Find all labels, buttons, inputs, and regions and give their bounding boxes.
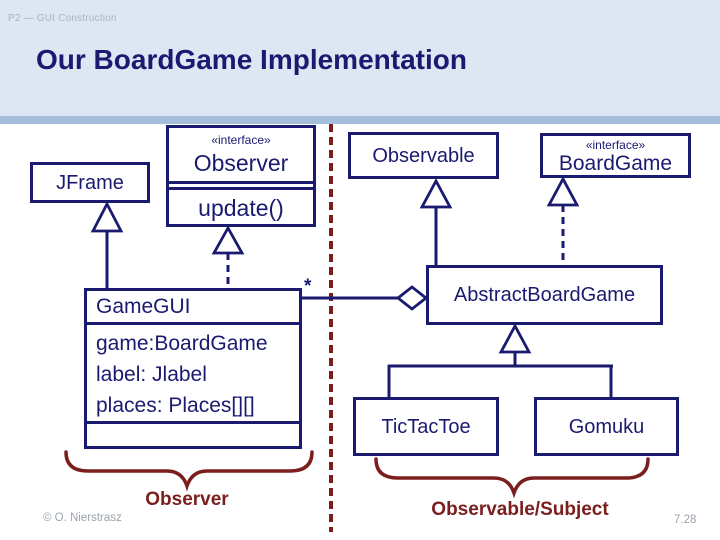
class-name: TicTacToe (381, 415, 471, 438)
empty-operations-compartment (87, 421, 299, 446)
attribute-label: game:BoardGame (96, 332, 268, 355)
empty-attributes-compartment (169, 181, 313, 190)
aggregation-multiplicity-label: * (304, 276, 312, 297)
observable-group-brace-icon (374, 457, 650, 499)
observable-group-label: Observable/Subject (431, 499, 609, 520)
stereotype-label: «interface» (585, 138, 646, 152)
page-title: Our BoardGame Implementation (36, 44, 467, 75)
abstractboardgame-inheritance-triangle-icon (498, 323, 532, 354)
operations-compartment: update() (169, 190, 313, 227)
attribute-label: label: Jlabel (96, 363, 207, 386)
class-name: Gomuku (568, 415, 645, 438)
class-box-tictactoe: TicTacToe (353, 397, 499, 456)
course-label: P2 — GUI Construction (8, 13, 117, 24)
boardgame-realization-triangle-icon (546, 176, 580, 207)
class-box-boardgame: «interface» BoardGame (540, 133, 691, 178)
class-box-gamegui: GameGUI game:BoardGame label: Jlabel pla… (84, 288, 302, 449)
aggregation-diamond-icon (395, 285, 429, 311)
class-name: BoardGame (558, 152, 673, 175)
class-box-gomuku: Gomuku (534, 397, 679, 456)
class-name: Observer (193, 150, 289, 176)
class-box-jframe: JFrame (30, 162, 150, 203)
class-name: AbstractBoardGame (453, 284, 636, 306)
class-box-abstractboardgame: AbstractBoardGame (426, 265, 663, 325)
observer-group-brace-icon (64, 450, 314, 492)
attribute-label: places: Places[][] (96, 394, 255, 417)
observer-group-label: Observer (145, 489, 229, 510)
name-compartment: «interface» Observer (169, 128, 313, 179)
class-box-observable: Observable (348, 132, 499, 179)
class-box-observer: «interface» Observer update() (166, 125, 316, 227)
operation-label: update() (198, 195, 284, 221)
class-name: GameGUI (87, 291, 299, 325)
header-band (0, 0, 720, 116)
page-number: 7.28 (674, 514, 697, 526)
stereotype-label: «interface» (211, 133, 271, 147)
class-name: Observable (372, 144, 475, 167)
observer-realization-triangle-icon (211, 225, 245, 255)
attributes-compartment: game:BoardGame label: Jlabel places: Pla… (87, 325, 299, 421)
observable-inheritance-triangle-icon (419, 178, 453, 209)
copyright-label: © O. Nierstrasz (43, 512, 122, 524)
header-divider-bar (0, 116, 720, 124)
jframe-inheritance-triangle-icon (90, 200, 124, 233)
class-name: JFrame (56, 171, 124, 194)
